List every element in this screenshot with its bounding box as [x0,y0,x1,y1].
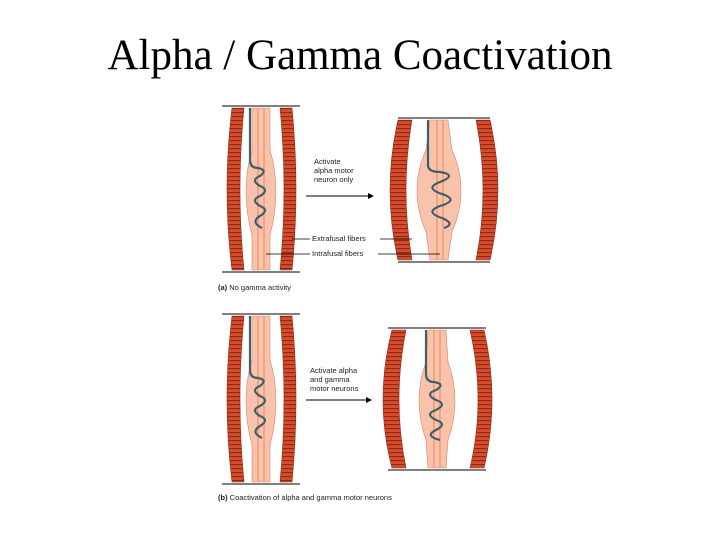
muscle-spindle [418,329,456,469]
extrafusal-fiber [226,107,245,271]
sensory-neuron [424,330,444,442]
arrow-label-line: neuron only [314,175,353,184]
extrafusal-fiber [389,119,413,261]
arrow-label-line: alpha motor [314,166,354,175]
caption-a: (a) No gamma activity [218,283,291,292]
muscle-b-contracted [382,327,493,471]
panel-b-annotations: Activate alpha and gamma motor neurons (… [218,366,392,502]
sensory-neuron [426,120,452,230]
extrafusal-fiber [226,315,245,483]
sensory-neuron [248,108,267,229]
arrow-label-line: and gamma [310,375,350,384]
extrafusal-fiber [279,107,297,271]
arrow-label-line: motor neurons [310,384,359,393]
caption-b: (b) Coactivation of alpha and gamma moto… [218,493,392,502]
arrow-head [368,193,374,199]
extrafusal-fiber [382,329,407,469]
slide-title: Alpha / Gamma Coactivation [107,32,613,79]
extrafusal-fiber [469,329,493,469]
label-extrafusal-fibers: Extrafusal fibers [312,234,366,243]
muscle-spindle [245,107,277,271]
sensory-neuron [248,316,267,439]
extrafusal-fiber [475,119,499,261]
arrow-label-line: Activate alpha [310,366,358,375]
label-intrafusal-fibers: Intrafusal fibers [312,249,364,258]
muscle-a-contracted [389,117,499,263]
muscle-spindle [416,119,462,261]
muscle-a-relaxed [222,105,300,273]
muscle-b-relaxed [222,313,300,485]
panel-b: Activate alpha and gamma motor neurons (… [218,313,493,502]
panel-a-annotations: Activate alpha motor neuron only Extrafu… [218,157,440,292]
panel-a: Activate alpha motor neuron only Extrafu… [218,105,499,292]
extrafusal-fiber [279,315,297,483]
arrow-label-line: Activate [314,157,341,166]
arrow-head [366,397,372,403]
muscle-spindle [245,315,277,483]
